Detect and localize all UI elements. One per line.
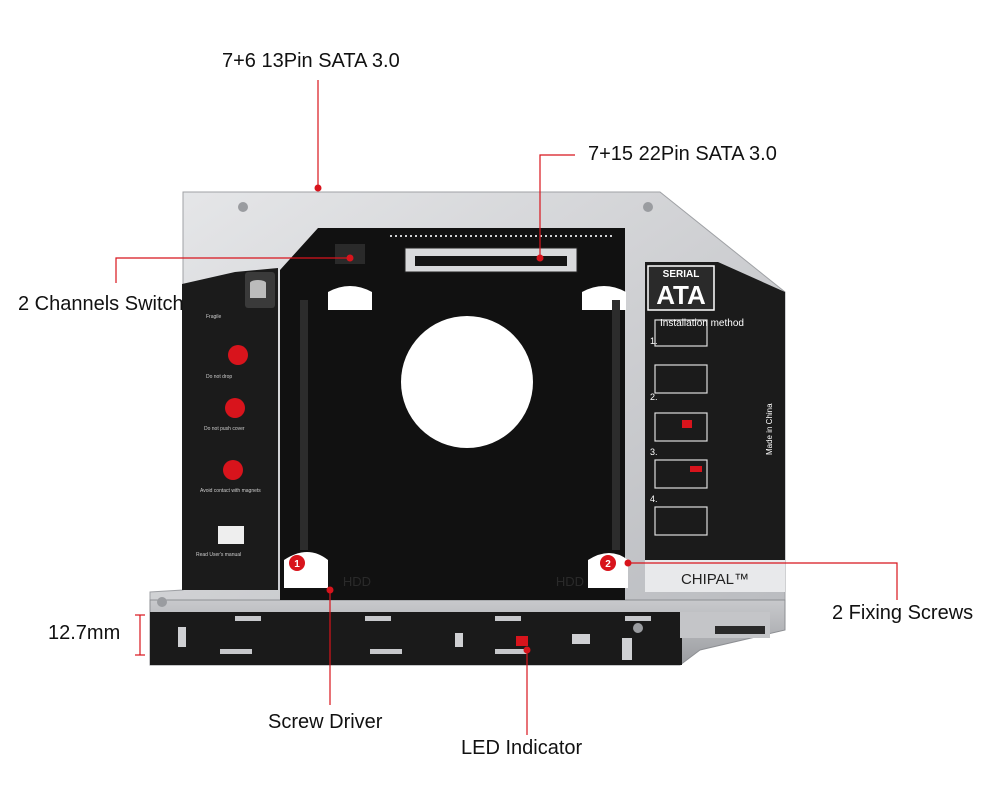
hdd-tray xyxy=(280,228,628,600)
step-2-label: 2. xyxy=(650,392,658,402)
callout-thickness: 12.7mm xyxy=(48,622,121,644)
warning-fragile: Fragile xyxy=(206,314,222,320)
marker-1-icon xyxy=(289,555,305,571)
install-title: Installation method xyxy=(660,318,744,329)
warning-push: Do not push cover xyxy=(204,426,245,432)
callout-led: LED Indicator xyxy=(461,737,583,759)
badge-ata-text: ATA xyxy=(656,280,706,310)
marker-1-label: 1 xyxy=(294,559,300,570)
installation-label xyxy=(645,262,785,592)
warning-magnets: Avoid contact with magnets xyxy=(200,488,261,494)
callout-dots xyxy=(314,184,632,654)
step-1-label: 1. xyxy=(650,336,658,346)
callout-screwdriver: Screw Driver xyxy=(268,711,383,733)
callout-sata22: 7+15 22Pin SATA 3.0 xyxy=(588,143,777,165)
made-in-text: Made in China xyxy=(765,403,774,455)
hdd-label-right: HDD xyxy=(556,574,584,589)
callout-sata13: 7+6 13Pin SATA 3.0 xyxy=(222,50,400,72)
warning-manual: Read User's manual xyxy=(196,552,241,558)
marker-2-label: 2 xyxy=(605,559,611,570)
hdd-label-left: HDD xyxy=(343,574,371,589)
brand-text: CHIPAL™ xyxy=(681,571,749,588)
callout-screws: 2 Fixing Screws xyxy=(832,602,974,624)
warning-drop: Do not drop xyxy=(206,374,232,380)
callout-switch: 2 Channels Switch xyxy=(18,293,184,315)
marker-2-icon xyxy=(600,555,616,571)
badge-serial-text: SERIAL xyxy=(663,269,700,280)
callout-lines xyxy=(115,80,898,735)
warning-label xyxy=(182,268,278,590)
step-4-label: 4. xyxy=(650,494,658,504)
step-3-label: 3. xyxy=(650,447,658,457)
